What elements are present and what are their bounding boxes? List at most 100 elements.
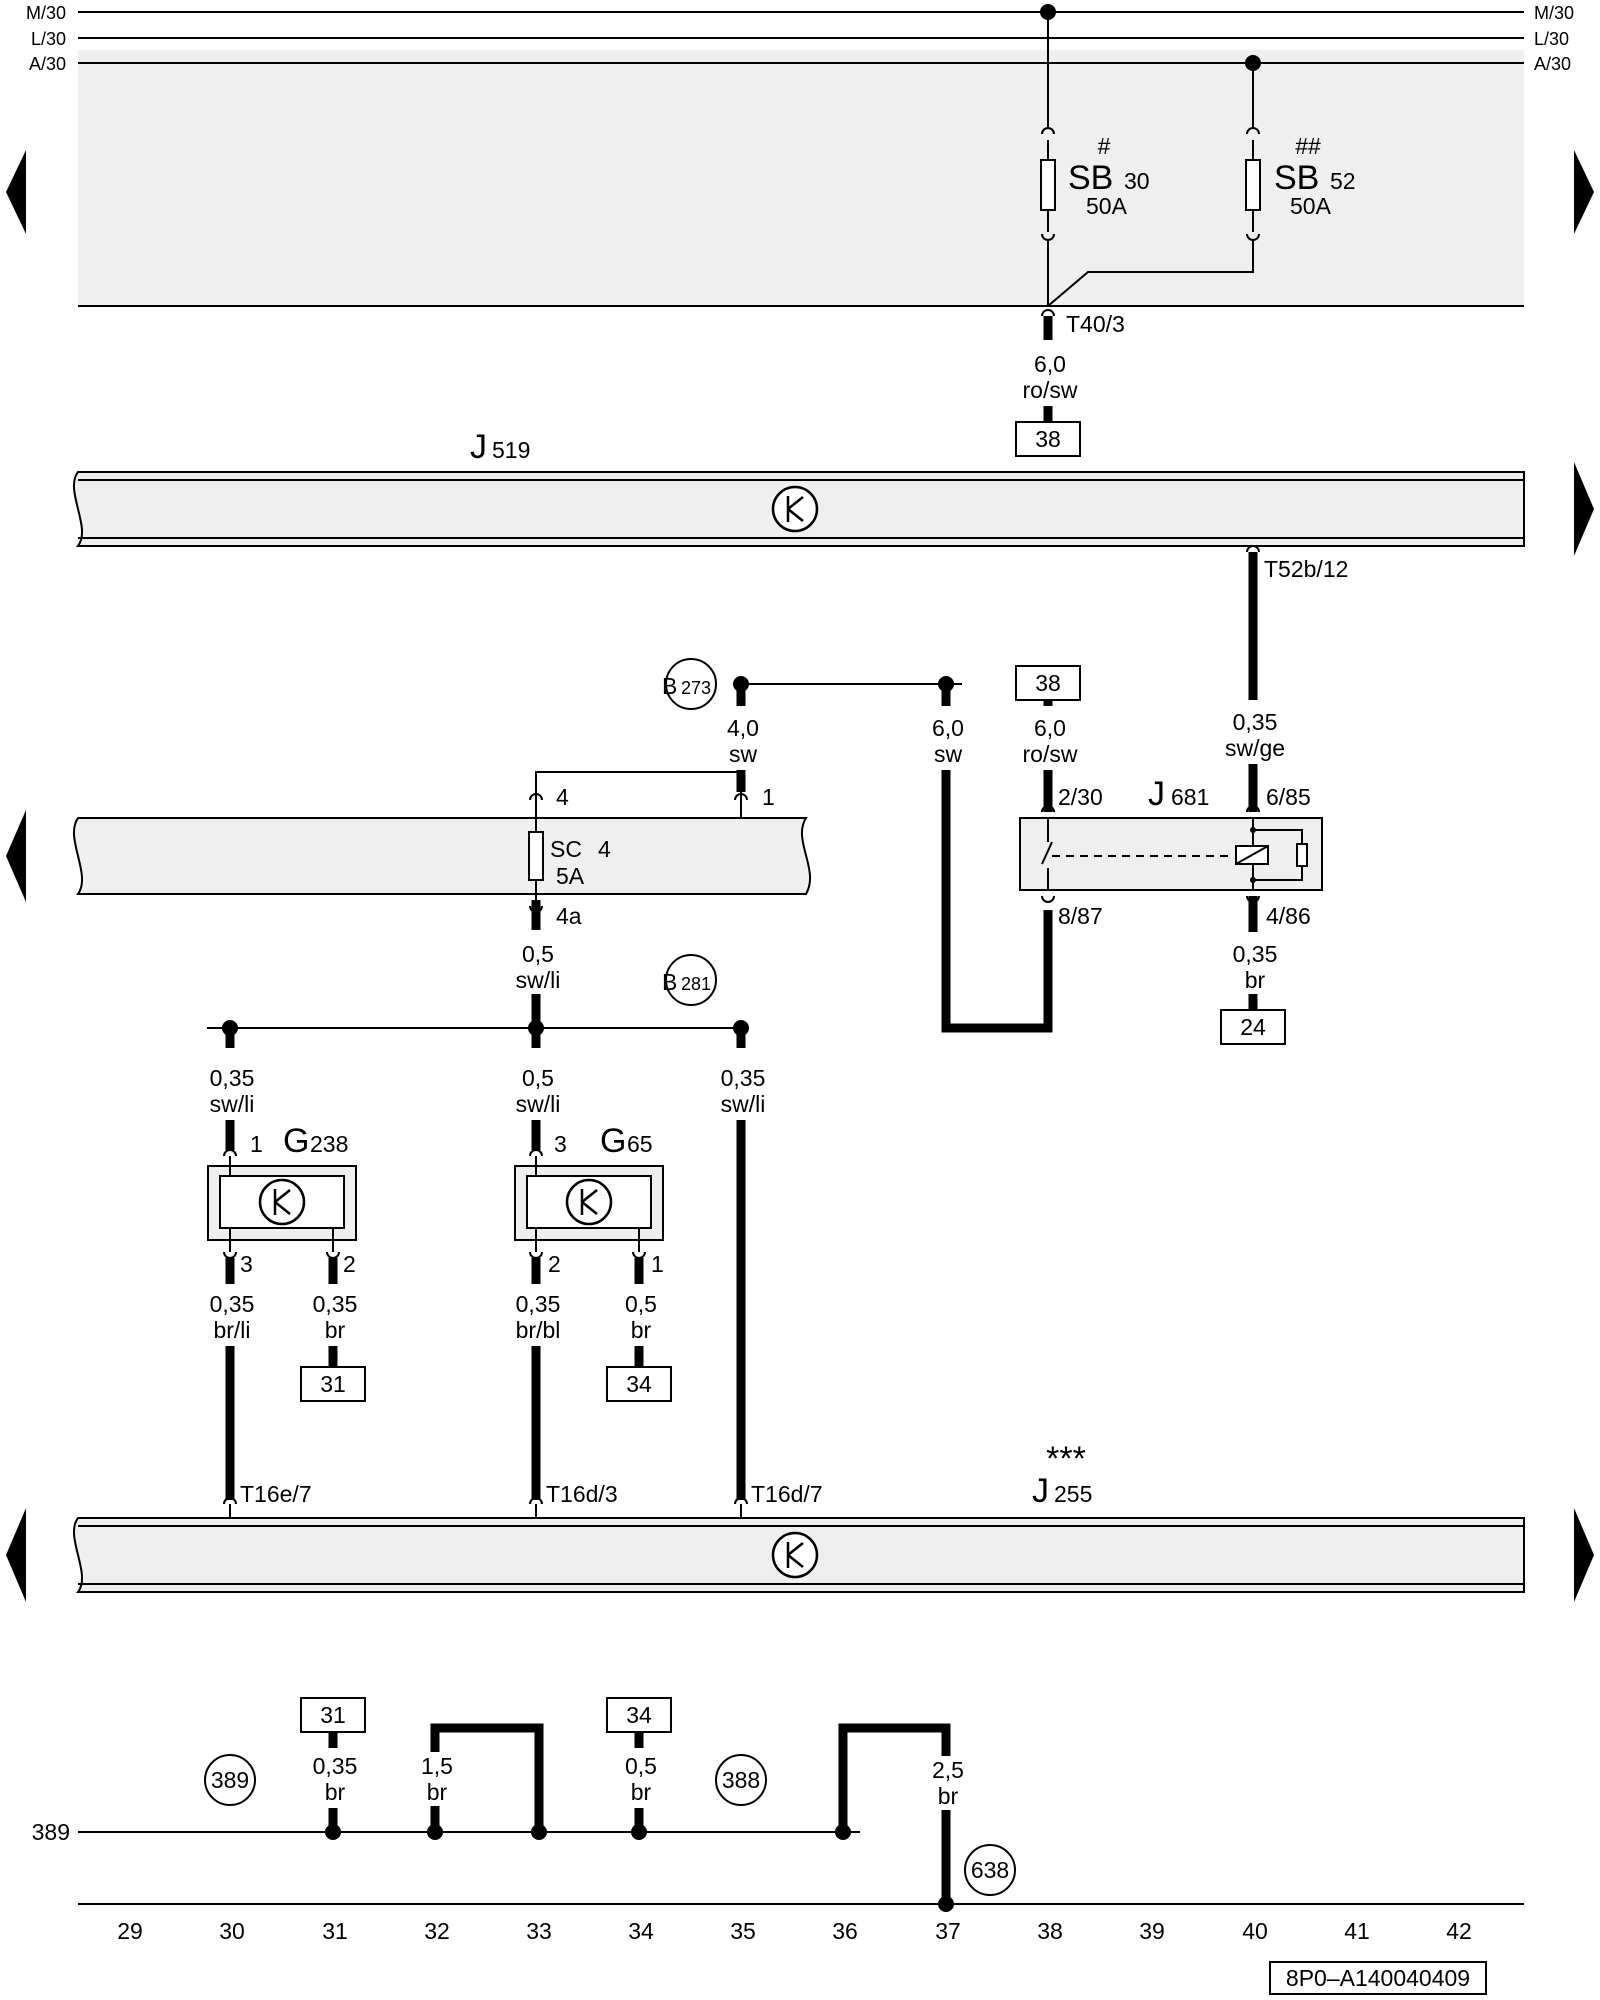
ground-point-label: 388 [722, 1767, 760, 1793]
ref-box-label: 34 [626, 1371, 652, 1397]
pin-label: 8/87 [1058, 903, 1103, 929]
fuse-sc4-name: SC [550, 836, 582, 862]
j255-name: J [1032, 1472, 1049, 1510]
pin-label: 2 [548, 1251, 561, 1277]
wire-2-5-br [838, 1723, 951, 1904]
connector-t16e-7: T16e/7 [240, 1481, 312, 1507]
scale-number: 39 [1139, 1918, 1165, 1944]
continue-left-arrow[interactable] [6, 810, 26, 902]
ref-box [606, 1366, 672, 1402]
ground-point [964, 1844, 1016, 1896]
wire-gauge: 6,0 [1034, 351, 1066, 377]
scale-number: 31 [322, 1918, 348, 1944]
junction-dot [427, 1824, 443, 1840]
connector-t16d-3: T16d/3 [546, 1481, 618, 1507]
wire-color: br [938, 1783, 959, 1809]
wire-gauge: 0,5 [522, 941, 554, 967]
j519-name: J [470, 428, 487, 466]
fuse-box-area [78, 50, 1524, 306]
pin-label: 1 [250, 1131, 263, 1157]
fuse-sb52-number: 52 [1330, 168, 1356, 194]
pin-label: 4 [556, 784, 569, 810]
continue-right-arrow[interactable] [1574, 462, 1594, 556]
continue-left-arrow[interactable] [6, 1508, 26, 1602]
fuse-sb30-number: 30 [1124, 168, 1150, 194]
scale-number: 32 [424, 1918, 450, 1944]
rail-label-left: A/30 [29, 54, 66, 74]
ground-rail-label: 389 [32, 1819, 70, 1845]
b273-number: 273 [681, 678, 711, 698]
wire-color: br [427, 1779, 448, 1805]
fuse-sb52-mark: ## [1295, 133, 1321, 159]
pin-label: 2 [343, 1251, 356, 1277]
wire-gauge: 6,0 [1034, 715, 1066, 741]
b273-name: B [662, 673, 677, 699]
fuse-sb30-rating: 50A [1086, 193, 1128, 219]
wire-gauge: 0,5 [625, 1753, 657, 1779]
ground-point [204, 1754, 256, 1806]
wire-gauge: 0,35 [210, 1065, 255, 1091]
wire-6-0-sw [941, 770, 1053, 1033]
pin-label: 1 [762, 784, 775, 810]
rail-label-right: M/30 [1534, 3, 1574, 23]
electronic-unit-icon [771, 1531, 819, 1579]
wire-color: br [325, 1317, 346, 1343]
electronic-unit-icon [771, 485, 819, 533]
scale-number: 37 [935, 1918, 961, 1944]
ref-box [1015, 421, 1081, 457]
ref-box-label: 31 [320, 1371, 346, 1397]
wire-color: sw [729, 741, 758, 767]
wire-gauge: 6,0 [932, 715, 964, 741]
ref-box-label: 38 [1035, 426, 1061, 452]
continue-right-arrow[interactable] [1574, 1508, 1594, 1602]
scale-number: 38 [1037, 1918, 1063, 1944]
pin-label: 4/86 [1266, 903, 1311, 929]
document-id: 8P0–A140040409 [1286, 1965, 1470, 1991]
continue-right-arrow[interactable] [1574, 150, 1594, 234]
ground-point-label: 389 [211, 1767, 249, 1793]
wire-gauge: 0,35 [721, 1065, 766, 1091]
junction-b273 [665, 658, 717, 710]
ref-box [1220, 1009, 1286, 1045]
document-id-box [1269, 1961, 1487, 1995]
rail-label-left: M/30 [26, 3, 66, 23]
pin-label: 6/85 [1266, 784, 1311, 810]
ref-box-label: 31 [320, 1702, 346, 1728]
scale-number: 42 [1446, 1918, 1472, 1944]
fuse-sc4-symbol [528, 831, 544, 881]
junction-b281 [665, 954, 717, 1006]
wire-gauge: 0,35 [210, 1291, 255, 1317]
pin-label: 4a [556, 903, 582, 929]
rail-label-right: L/30 [1534, 29, 1569, 49]
wire-gauge: 0,35 [313, 1753, 358, 1779]
j681-name: J [1148, 775, 1165, 813]
ref-box-label: 34 [626, 1702, 652, 1728]
j255-mark: *** [1046, 1440, 1086, 1478]
b281-number: 281 [681, 974, 711, 994]
wire-gauge: 0,35 [1233, 941, 1278, 967]
ref-box-label: 24 [1240, 1014, 1266, 1040]
fuse-holder-sc [72, 817, 812, 895]
wire-color: sw/li [516, 967, 561, 993]
scale-number: 40 [1242, 1918, 1268, 1944]
wire-color: br [1245, 967, 1266, 993]
ref-box [300, 1366, 366, 1402]
sensor-icon [565, 1178, 613, 1226]
scale-number: 35 [730, 1918, 756, 1944]
junction-dot [631, 1824, 647, 1840]
sc4-feed-wire [535, 771, 742, 800]
wire-color: br [631, 1317, 652, 1343]
pin-label: 3 [240, 1251, 253, 1277]
wire-color: sw/ge [1225, 735, 1285, 761]
scale-number: 41 [1344, 1918, 1370, 1944]
scale-number: 29 [117, 1918, 143, 1944]
wire-gauge: 0,35 [1233, 709, 1278, 735]
ref-box [300, 1697, 366, 1733]
fuse-sb30-name: SB [1068, 159, 1113, 197]
pin-label: 1 [651, 1251, 664, 1277]
j519-number: 519 [492, 437, 530, 463]
continue-left-arrow[interactable] [6, 150, 26, 234]
ref-box-label: 38 [1035, 670, 1061, 696]
g65-number: 65 [627, 1131, 653, 1157]
